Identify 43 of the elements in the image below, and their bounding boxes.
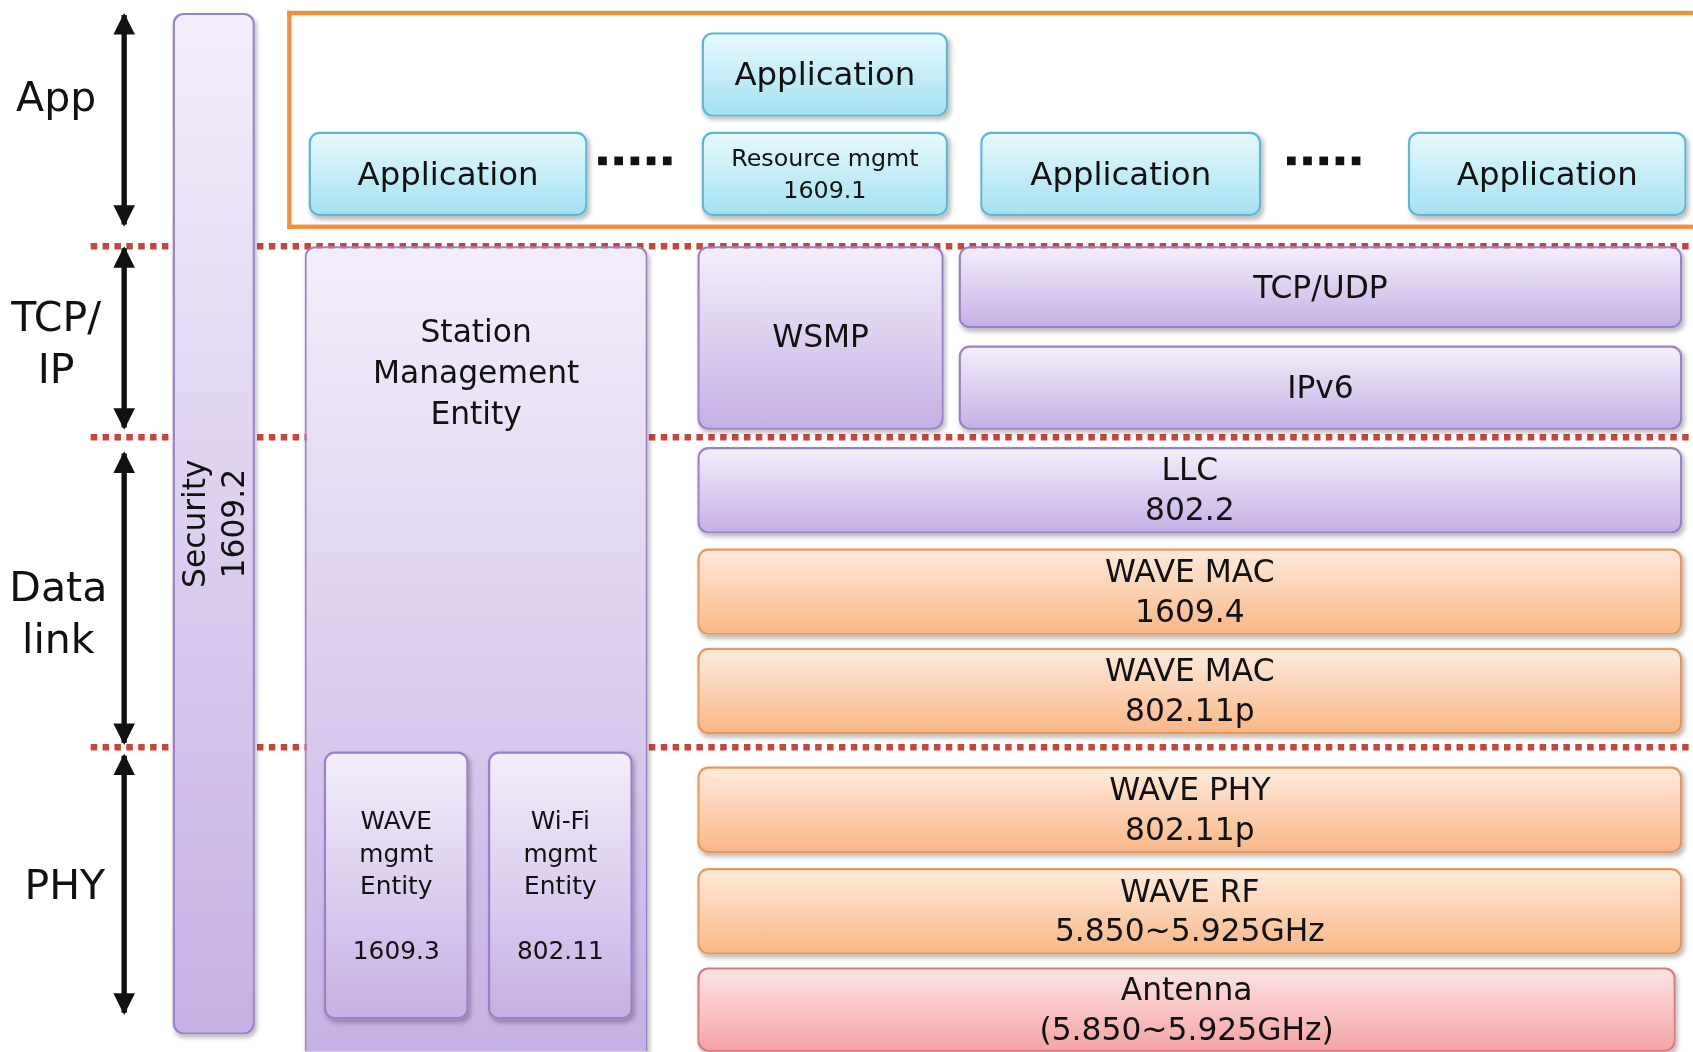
protocol-layer-box [697, 647, 1683, 735]
layer-label: WAVE RF 5.850~5.925GHz [1053, 871, 1326, 952]
application-box [701, 32, 948, 117]
antenna-layer-box [697, 967, 1676, 1052]
protocol-layer-box [697, 447, 1683, 534]
layer-label: 1609.3 [351, 935, 441, 967]
layer-label: Security 1609.2 [175, 458, 253, 590]
layer-label: WSMP [771, 316, 870, 357]
layer-label: Application [1456, 153, 1638, 195]
layer-label: IPv6 [1287, 368, 1354, 408]
protocol-layer-box [958, 345, 1683, 430]
layer-label: LLC 802.2 [1144, 450, 1236, 530]
layer-label: WAVE PHY 802.11p [1108, 769, 1272, 850]
protocol-layer-box [697, 868, 1683, 955]
application-box [980, 131, 1262, 216]
layer-label: Application [1030, 153, 1212, 195]
layer-label: Station Management Entity [372, 312, 581, 434]
layer-name: App [15, 72, 98, 123]
layer-label: WAVE MAC 1609.4 [1104, 551, 1276, 632]
layer-label: Resource mgmt 1609.1 [730, 143, 920, 205]
layer-name: PHY [23, 860, 107, 912]
layer-label: Antenna (5.850~5.925GHz) [1038, 969, 1335, 1050]
protocol-layer-box [304, 246, 648, 1052]
layer-label: 802.11 [515, 935, 605, 967]
application-box [308, 131, 588, 216]
layer-label: TCP/UDP [1253, 267, 1388, 308]
protocol-layer-box [697, 246, 944, 430]
protocol-layer-box [172, 12, 255, 1035]
protocol-layer-box [697, 548, 1683, 635]
layer-name: Data link [8, 562, 109, 665]
layer-name: TCP/ IP [10, 292, 103, 395]
protocol-layer-box [697, 766, 1683, 853]
protocol-layer-box [488, 751, 633, 1020]
layer-label: WAVE MAC 802.11p [1104, 651, 1276, 731]
layer-label: WAVE mgmt Entity [358, 805, 435, 902]
application-box [1407, 131, 1687, 216]
application-group-frame [287, 10, 1693, 229]
layer-label: Application [357, 153, 539, 195]
layer-label: Application [734, 54, 916, 95]
protocol-layer-box [323, 751, 469, 1020]
application-box [701, 131, 948, 216]
layer-label: Wi-Fi mgmt Entity [522, 805, 599, 902]
protocol-layer-box [958, 246, 1683, 329]
